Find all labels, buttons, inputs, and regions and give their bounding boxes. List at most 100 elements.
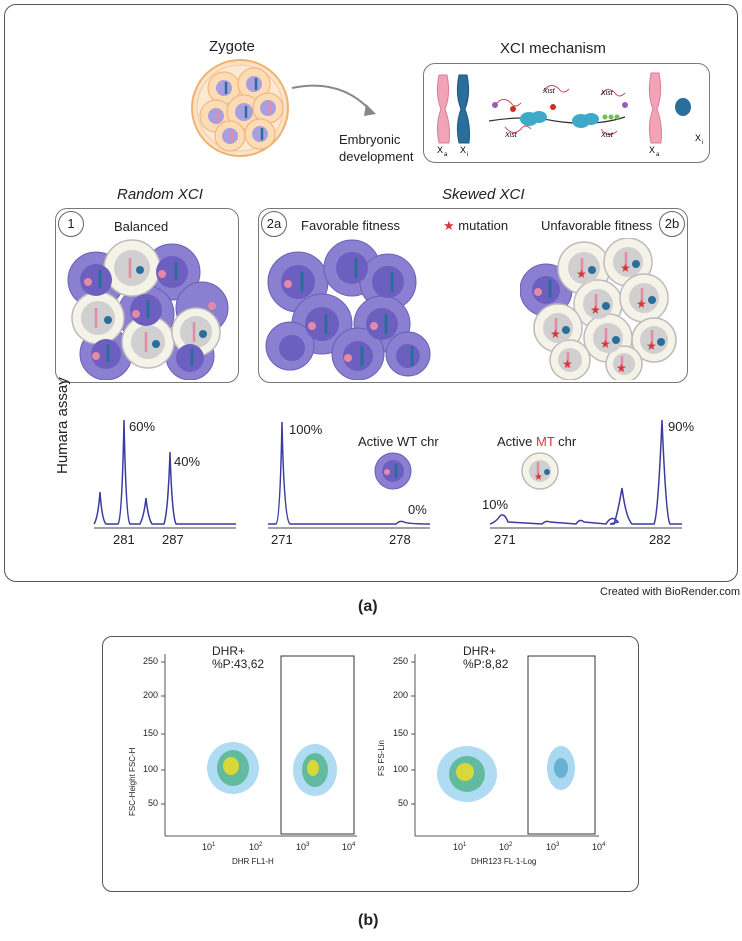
plot2-gate-title: DHR+: [463, 644, 497, 658]
active-wt-chr-label: Active WT chr: [358, 434, 439, 449]
xci-mechanism-box: [423, 63, 710, 163]
trace2-peak-label-100: 100%: [289, 422, 323, 437]
svg-text:★: ★: [590, 303, 601, 317]
plot1-ytick-100: 100: [143, 764, 159, 774]
trace2-tick-278: 278: [389, 532, 411, 547]
zygote-label: Zygote: [209, 38, 255, 55]
mt-cell-icon: ★: [521, 452, 559, 490]
humara-trace-3: [489, 419, 682, 529]
trace1-tick-281: 281: [113, 532, 135, 547]
scatter-cloud-2b: [547, 746, 575, 790]
balanced-cells: [67, 239, 229, 380]
svg-text:i: i: [702, 140, 703, 146]
active-mt-pre: Active: [497, 434, 537, 449]
zygote-illustration: [191, 59, 376, 157]
trace3-tick-282: 282: [649, 532, 671, 547]
xci-mechanism-title: XCI mechanism: [500, 40, 606, 57]
box-2a-number: 2a: [261, 211, 287, 237]
random-xci-title: Random XCI: [117, 186, 203, 203]
biorender-credit: Created with BioRender.com: [600, 586, 741, 598]
mutation-legend: ★ mutation: [443, 218, 508, 234]
trace1-tick-287: 287: [162, 532, 184, 547]
panel-b-caption: (b): [358, 912, 379, 929]
active-mt-post: chr: [554, 434, 577, 449]
unfavorable-cells: ★★★★ ★★★★★: [520, 238, 677, 380]
svg-text:★: ★: [534, 472, 543, 483]
plot1-ytick-150: 150: [143, 728, 159, 738]
skewed-box: [258, 208, 688, 383]
plot1-ytick-200: 200: [143, 690, 159, 700]
svg-text:a: a: [656, 152, 660, 158]
svg-text:★: ★: [636, 297, 647, 311]
plot1-ylabel: FSC-Height FSC-H: [128, 747, 137, 816]
plot1-gate-value: %P:43,62: [212, 657, 265, 671]
trace2-peak-label-0: 0%: [408, 502, 427, 517]
active-mt-mt: MT: [536, 434, 555, 449]
plot1-xtick-3: 103: [296, 842, 310, 852]
active-mt-chr-label: Active MT chr: [497, 434, 576, 449]
svg-text:X: X: [460, 145, 466, 155]
plot1-ytick-50: 50: [148, 798, 159, 808]
embryonic-label-2: development: [339, 149, 414, 164]
balanced-title: Balanced: [114, 219, 169, 234]
xist-label-3: Xist: [600, 90, 614, 97]
panel-a-frame: [4, 4, 738, 582]
plot2-ytick-100: 100: [393, 764, 409, 774]
humara-assay-label: Humara assay: [54, 377, 71, 474]
plot2-ytick-200: 200: [393, 690, 409, 700]
trace1-peak-label-40: 40%: [174, 454, 201, 469]
star-icon: ★: [443, 218, 455, 233]
balanced-box: [55, 208, 239, 383]
svg-text:★: ★: [576, 267, 587, 281]
trace1-peak-label-60: 60%: [129, 419, 156, 434]
scatter-cloud-2a: [437, 746, 497, 802]
box-1-number: 1: [58, 211, 84, 237]
plot2-xtick-4: 104: [592, 842, 606, 852]
svg-text:★: ★: [562, 357, 573, 371]
favorable-cells: [265, 239, 431, 380]
xist-label-1: Xist: [542, 88, 556, 95]
humara-trace-1: [93, 419, 236, 529]
svg-text:X: X: [695, 133, 701, 143]
flow-cytometry-plots: [161, 654, 599, 837]
panel-a-caption: (a): [358, 598, 378, 615]
svg-text:★: ★: [550, 327, 561, 341]
plot1-xtick-2: 102: [249, 842, 263, 852]
favorable-fitness-title: Favorable fitness: [301, 218, 400, 233]
plot2-ytick-250: 250: [393, 656, 409, 666]
svg-text:★: ★: [620, 261, 631, 275]
unfavorable-fitness-title: Unfavorable fitness: [541, 218, 653, 233]
trace3-peak-label-10: 10%: [482, 497, 509, 512]
xist-label-2: Xist: [504, 132, 518, 139]
plot2-xlabel: DHR123 FL-1-Log: [471, 857, 537, 866]
svg-text:X: X: [437, 145, 443, 155]
wt-cell-icon: [374, 452, 412, 490]
plot2-gate-value: %P:8,82: [463, 657, 509, 671]
trace3-peak-label-90: 90%: [668, 419, 695, 434]
plot2-ytick-50: 50: [398, 798, 409, 808]
svg-text:★: ★: [616, 361, 627, 375]
skewed-xci-title: Skewed XCI: [442, 186, 525, 203]
plot2-ytick-150: 150: [393, 728, 409, 738]
plot2-xtick-3: 103: [546, 842, 560, 852]
svg-text:a: a: [444, 152, 448, 158]
xist-label-4: Xist: [600, 132, 614, 139]
plot2-xtick-1: 101: [453, 842, 467, 852]
embryonic-label-1: Embryonic: [339, 132, 401, 147]
plot2-ylabel: FS FS-Lin: [377, 739, 386, 776]
svg-text:★: ★: [646, 339, 657, 353]
trace2-tick-271: 271: [271, 532, 293, 547]
trace3-tick-271: 271: [494, 532, 516, 547]
plot1-xlabel: DHR FL1-H: [232, 857, 274, 866]
plot1-xtick-1: 101: [202, 842, 216, 852]
plot1-gate-title: DHR+: [212, 644, 246, 658]
plot2-xtick-2: 102: [499, 842, 513, 852]
mutation-label: mutation: [458, 218, 509, 233]
svg-text:X: X: [649, 145, 655, 155]
scatter-cloud-1a: [207, 742, 259, 794]
plot1-ytick-250: 250: [143, 656, 159, 666]
box-2b-number: 2b: [659, 211, 685, 237]
panel-b-frame: [102, 636, 639, 892]
svg-text:i: i: [467, 152, 468, 158]
